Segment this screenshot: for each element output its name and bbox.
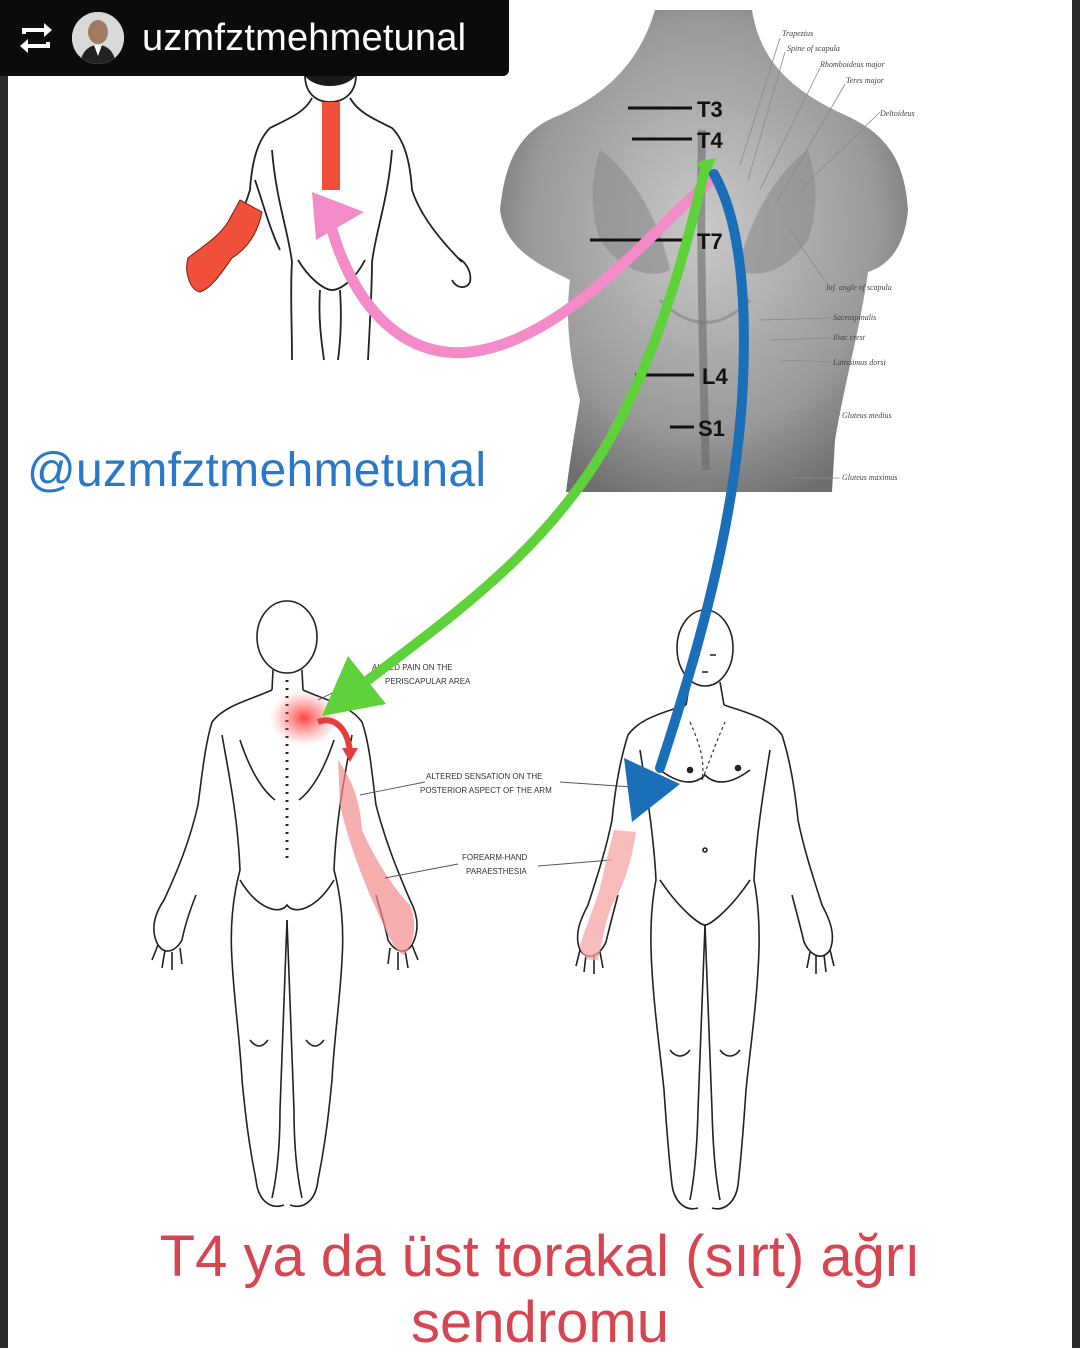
green-arrow (363, 160, 711, 685)
label-sacrospinalis: Sacrospinalis (833, 313, 876, 322)
label-rhomboideus: Rhomboideus major (819, 60, 886, 69)
annotation-periscapular-1: ALIZED PAIN ON THE (372, 663, 453, 672)
chest-hair (689, 721, 726, 781)
annotation-forearm-2: PARAESTHESIA (466, 867, 527, 876)
watermark-handle: @uzmfztmehmetunal (27, 444, 487, 497)
caption: T4 ya da üst torakal (sırt) ağrı sendrom… (0, 1224, 1080, 1356)
green-arrowhead-top (696, 158, 716, 178)
shoulder-radiation-arrowhead (342, 748, 358, 762)
annotation-altered-2: POSTERIOR ASPECT OF THE ARM (420, 786, 552, 795)
green-arrowhead (322, 656, 386, 716)
label-inf-angle: Inf. angle of scapula (825, 283, 892, 292)
pink-arrow (324, 172, 720, 359)
spine-pain-strip (322, 102, 340, 190)
repost-icon (20, 23, 52, 53)
annotation-forearm-1: FOREARM-HAND (462, 853, 528, 862)
label-gluteus-medius: Gluteus medius (842, 411, 892, 420)
annotation-periscapular-2: PERISCAPULAR AREA (385, 677, 471, 686)
caption-line-1: T4 ya da üst torakal (sırt) ağrı (159, 1224, 921, 1289)
label-spine-scapula: Spine of scapula (787, 44, 840, 53)
label-deltoideus: Deltoideus (879, 109, 915, 118)
caption-line-2: sendromu (411, 1290, 669, 1355)
pink-arrowhead (312, 192, 364, 240)
periscapular-pain-region (270, 690, 338, 746)
anterior-forearm-region (580, 830, 636, 961)
back-anatomy-photo (500, 10, 908, 492)
anterior-body-figure (575, 609, 835, 1210)
repost-header: uzmfztmehmetunal (0, 0, 509, 76)
label-teres-major: Teres major (846, 76, 885, 85)
level-l4: L4 (702, 364, 728, 389)
shoulder-radiation-arrow (316, 717, 353, 753)
annotation-altered-1: ALTERED SENSATION ON THE (426, 772, 542, 781)
level-t3: T3 (697, 97, 723, 122)
label-latissimus: Latissimus dorsi (832, 358, 886, 367)
blue-arrowhead (624, 758, 680, 822)
arm-pain-region (186, 199, 263, 293)
label-trapezius: Trapezius (782, 29, 813, 38)
level-t7: T7 (697, 229, 723, 254)
label-iliac-crest: Iliac crest (832, 333, 866, 342)
label-gluteus-maximus: Gluteus maximus (842, 473, 897, 482)
level-t4: T4 (697, 128, 723, 153)
avatar-image (72, 12, 124, 64)
repost-username[interactable]: uzmfztmehmetunal (142, 16, 467, 59)
muscle-leader-lines (739, 37, 881, 479)
avatar[interactable] (72, 12, 124, 64)
posterior-arm-region (338, 760, 415, 955)
level-s1: S1 (698, 416, 725, 441)
blue-arrow (655, 169, 749, 773)
posterior-body-figure (151, 600, 419, 1207)
